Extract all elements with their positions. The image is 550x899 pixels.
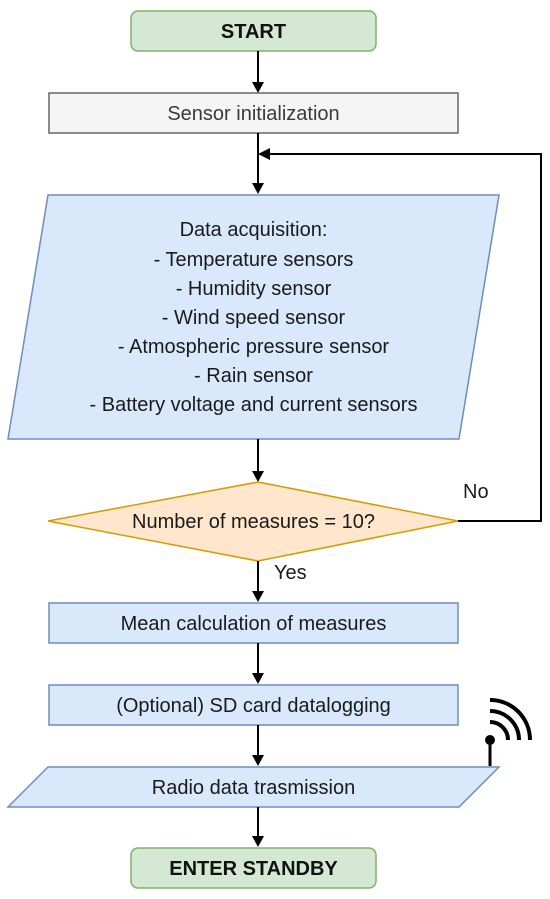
acquisition-line-2: - Temperature sensors [154,249,354,271]
acquisition-node [7,194,500,440]
antenna-signal-icon [485,698,532,766]
mean-node [48,602,459,644]
start-label: START [221,21,286,43]
acquisition-line-6: - Rain sensor [194,365,313,387]
edge-loop-no [268,153,542,522]
acquisition-line-4: - Wind speed sensor [162,307,346,329]
init-label: Sensor initialization [167,103,339,125]
decision-label: Number of measures = 10? [132,511,375,533]
arrowhead-loop [258,148,270,160]
arrowhead-standby [252,836,264,847]
standby-label: ENTER STANDBY [169,858,338,880]
acquisition-line-3: - Humidity sensor [176,278,332,300]
start-node [130,10,377,52]
arrowhead-mean [252,591,264,602]
arrowhead-init [252,82,264,93]
sdcard-node [48,684,459,726]
acquisition-line-1: Data acquisition: [180,219,328,241]
yes-label: Yes [274,562,307,584]
arrowhead-sdcard [252,673,264,684]
arrowhead-acquisition [252,183,264,194]
sdcard-label: (Optional) SD card datalogging [116,695,391,717]
acquisition-line-5: - Atmospheric pressure sensor [118,336,390,358]
mean-label: Mean calculation of measures [121,613,387,635]
radio-node [6,766,501,808]
radio-label: Radio data trasmission [152,777,355,799]
acquisition-line-7: - Battery voltage and current sensors [90,394,418,416]
arrowhead-decision [252,471,264,482]
standby-node [130,847,377,889]
init-node [48,92,459,134]
arrowhead-radio [252,755,264,766]
no-label: No [463,481,489,503]
